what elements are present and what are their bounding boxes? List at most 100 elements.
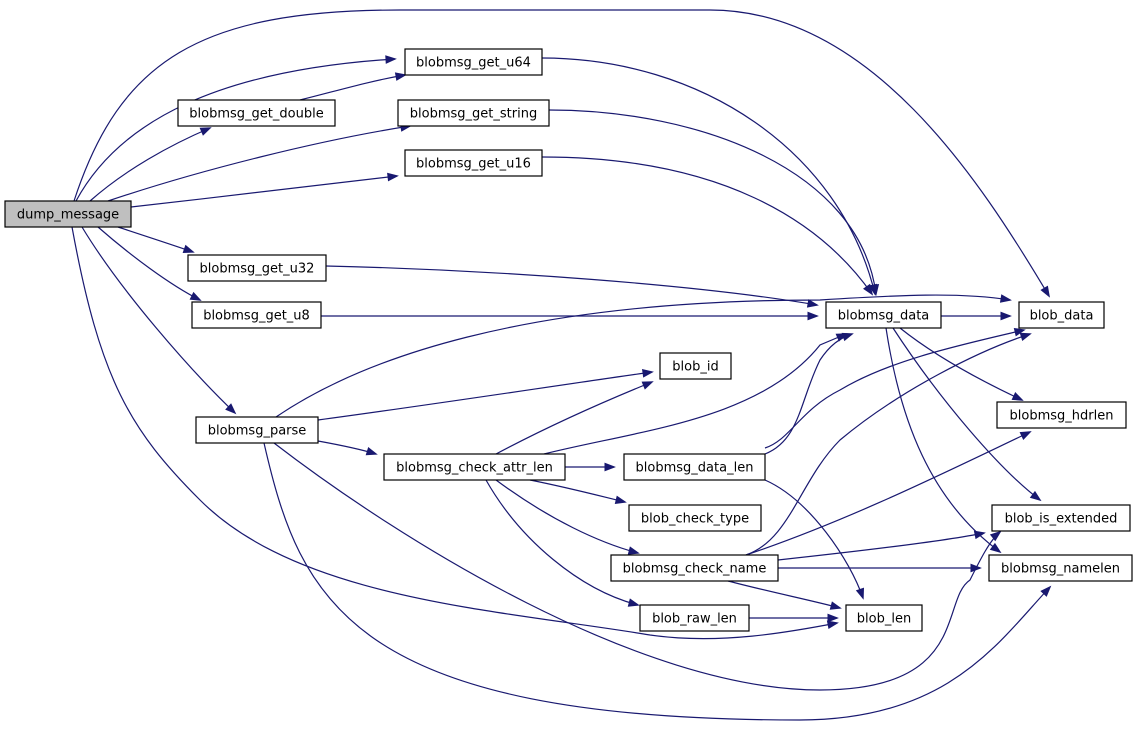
edges-layer xyxy=(71,9,1052,721)
node-blob-is-extended[interactable]: blob_is_extended xyxy=(991,504,1131,532)
node-box[interactable] xyxy=(845,604,923,632)
node-label: blob_raw_len xyxy=(652,612,737,627)
node-box[interactable] xyxy=(996,401,1127,429)
edge-line xyxy=(745,431,1031,556)
arrowhead-icon xyxy=(870,284,880,296)
node-box[interactable] xyxy=(988,554,1133,582)
node-label: blobmsg_get_double xyxy=(189,107,323,122)
node-label: blobmsg_get_u64 xyxy=(416,56,531,71)
edge-line xyxy=(892,327,1041,501)
node-label: blobmsg_get_u32 xyxy=(200,262,315,277)
arrowhead-icon xyxy=(970,563,982,573)
edge-line xyxy=(97,226,201,301)
arrowhead-icon xyxy=(1019,332,1032,342)
edge-line xyxy=(325,265,818,306)
arrowhead-icon xyxy=(199,127,212,136)
node-box[interactable] xyxy=(4,200,132,228)
edge-blobmsg_check_name-to-blob_data xyxy=(745,332,1032,556)
edge-blobmsg_data-to-blob_is_extended xyxy=(892,327,1042,502)
edge-blobmsg_data_len-to-blobmsg_data xyxy=(764,332,854,455)
node-blobmsg-hdrlen[interactable]: blobmsg_hdrlen xyxy=(996,401,1127,429)
edge-blobmsg_get_u64-to-blobmsg_data xyxy=(541,57,877,296)
node-box[interactable] xyxy=(187,254,327,282)
node-box[interactable] xyxy=(623,453,766,481)
arrowhead-icon xyxy=(627,546,640,555)
edge-blobmsg_get_u8-to-blobmsg_data xyxy=(321,311,819,321)
node-box[interactable] xyxy=(628,504,762,532)
node-dump-message[interactable]: dump_message xyxy=(4,200,132,228)
edge-line xyxy=(548,109,877,295)
arrowhead-icon xyxy=(826,620,839,630)
edge-line xyxy=(745,333,1031,556)
edge-blobmsg_get_double-to-blobmsg_get_u64 xyxy=(299,72,407,101)
node-blob-id[interactable]: blob_id xyxy=(659,352,732,380)
node-box[interactable] xyxy=(991,504,1131,532)
edge-blobmsg_data_len-to-blob_len xyxy=(764,479,865,600)
edge-blobmsg_check_attr_len-to-blobmsg_data_len xyxy=(565,462,616,472)
nodes-layer: dump_message blobmsg_get_u64 blobmsg_get_d… xyxy=(4,48,1133,632)
edge-blobmsg_check_name-to-blob_len xyxy=(727,580,842,610)
node-label: blobmsg_get_u16 xyxy=(416,157,531,172)
node-blobmsg-check-name[interactable]: blobmsg_check_name xyxy=(610,554,779,582)
edge-dump_message-to-blobmsg_get_double xyxy=(89,127,212,202)
node-box[interactable] xyxy=(383,453,566,481)
edge-line xyxy=(495,479,639,554)
node-blobmsg-data[interactable]: blobmsg_data xyxy=(825,301,942,329)
edge-dump_message-to-blobmsg_get_u32 xyxy=(117,226,195,253)
node-box[interactable] xyxy=(404,149,543,177)
edge-blobmsg_data-to-blob_data xyxy=(941,311,1012,321)
node-blobmsg-namelen[interactable]: blobmsg_namelen xyxy=(988,554,1133,582)
edge-dump_message-to-blob_data xyxy=(73,9,1050,298)
arrowhead-icon xyxy=(1019,431,1032,440)
node-blobmsg-get-u8[interactable]: blobmsg_get_u8 xyxy=(191,301,322,329)
node-blobmsg-check-attr-len[interactable]: blobmsg_check_attr_len xyxy=(383,453,566,481)
edge-line xyxy=(885,327,1001,553)
node-box[interactable] xyxy=(195,416,319,444)
edge-line xyxy=(495,381,653,455)
node-blobmsg-get-u32[interactable]: blobmsg_get_u32 xyxy=(187,254,327,282)
node-blob-len[interactable]: blob_len xyxy=(845,604,923,632)
arrowhead-icon xyxy=(365,447,378,456)
edge-line xyxy=(764,479,864,599)
node-box[interactable] xyxy=(404,48,543,76)
edge-blobmsg_parse-to-blobmsg_namelen xyxy=(263,442,1052,721)
node-box[interactable] xyxy=(1018,301,1105,329)
edge-blobmsg_parse-to-blob_id xyxy=(317,369,654,421)
node-blobmsg-get-string[interactable]: blobmsg_get_string xyxy=(397,99,550,127)
node-blobmsg-get-u64[interactable]: blobmsg_get_u64 xyxy=(404,48,543,76)
node-box[interactable] xyxy=(639,604,750,632)
node-label: blob_data xyxy=(1030,309,1094,324)
node-box[interactable] xyxy=(825,301,942,329)
edge-line xyxy=(73,9,1050,297)
node-blob-data[interactable]: blob_data xyxy=(1018,301,1105,329)
edge-line xyxy=(727,580,841,609)
node-blobmsg-parse[interactable]: blobmsg_parse xyxy=(195,416,319,444)
edge-blobmsg_parse-to-blob_is_extended xyxy=(273,442,1002,691)
arrowhead-icon xyxy=(604,462,616,472)
edge-line xyxy=(117,226,194,253)
arrowhead-icon xyxy=(806,299,819,308)
edge-blobmsg_parse-to-blob_data xyxy=(275,294,1012,418)
arrowhead-icon xyxy=(614,495,627,504)
node-label: blobmsg_parse xyxy=(208,424,307,439)
node-box[interactable] xyxy=(659,352,732,380)
arrowhead-icon xyxy=(1040,585,1052,597)
edge-dump_message-to-blobmsg_get_u64 xyxy=(75,55,397,202)
arrowhead-icon xyxy=(973,530,986,540)
node-label: blob_id xyxy=(672,360,718,375)
node-blob-raw-len[interactable]: blob_raw_len xyxy=(639,604,750,632)
node-box[interactable] xyxy=(191,301,322,329)
node-label: dump_message xyxy=(17,208,119,223)
edge-blobmsg_check_name-to-blob_is_extended xyxy=(777,530,986,561)
node-label: blobmsg_check_name xyxy=(623,562,767,577)
node-blobmsg-get-u16[interactable]: blobmsg_get_u16 xyxy=(404,149,543,177)
node-blobmsg-data-len[interactable]: blobmsg_data_len xyxy=(623,453,766,481)
arrowhead-icon xyxy=(641,381,654,390)
node-box[interactable] xyxy=(177,99,336,127)
node-box[interactable] xyxy=(610,554,779,582)
node-blob-check-type[interactable]: blob_check_type xyxy=(628,504,762,532)
edge-dump_message-to-blobmsg_get_u8 xyxy=(97,226,202,301)
node-blobmsg-get-double[interactable]: blobmsg_get_double xyxy=(177,99,336,127)
node-box[interactable] xyxy=(397,99,550,127)
